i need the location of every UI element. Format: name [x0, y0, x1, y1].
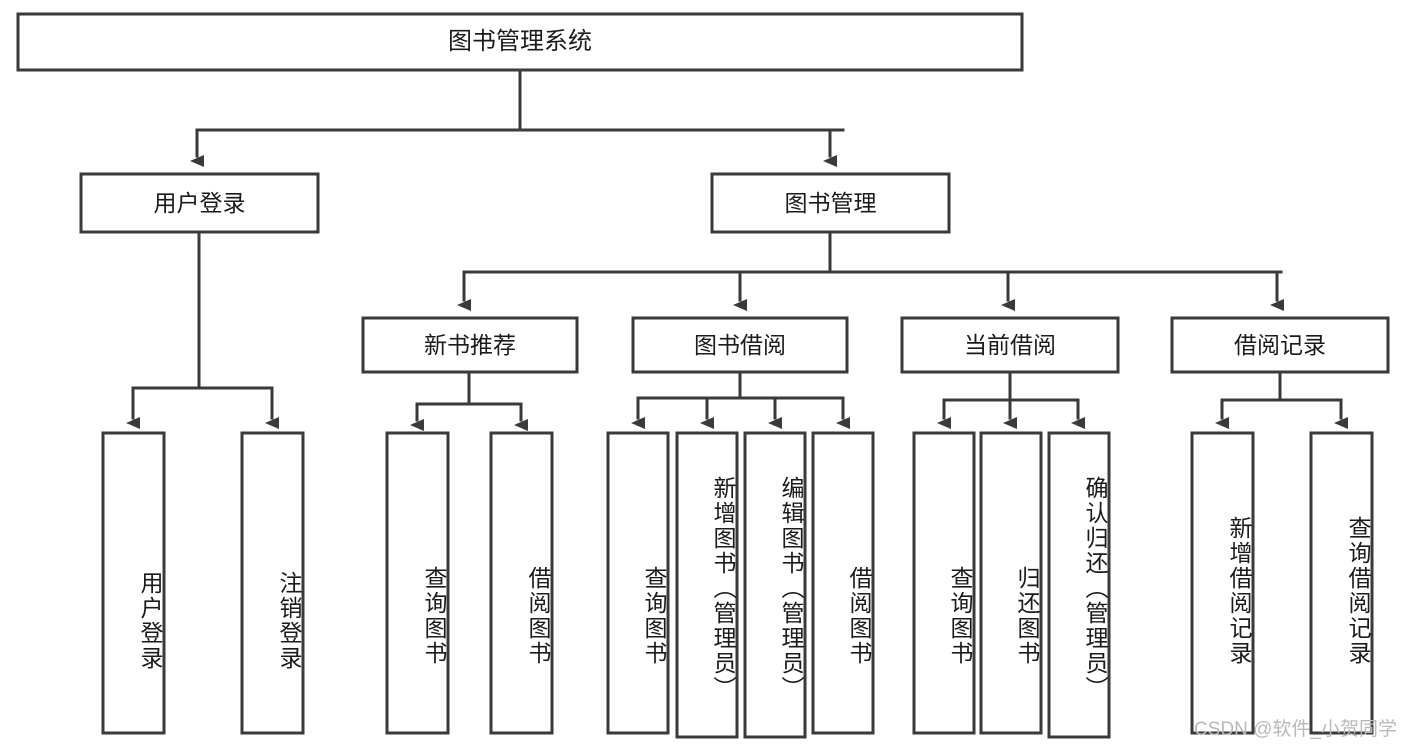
leaf-box-current-borrow-1[interactable] — [979, 431, 1043, 735]
connector-user-login-to-leaves — [126, 230, 279, 429]
leaf-box-current-borrow-0[interactable] — [912, 431, 976, 735]
node-box-borrow-record[interactable] — [1170, 316, 1390, 374]
connector-book-mgmt-to-level3 — [457, 230, 1284, 311]
leaf-box-book-borrow-2[interactable] — [743, 431, 807, 739]
leaf-box-user-login-1[interactable] — [240, 431, 305, 735]
node-box-new-book-recommend[interactable] — [361, 316, 579, 374]
leaf-box-book-borrow-1[interactable] — [675, 431, 739, 739]
leaf-box-user-login-0[interactable] — [101, 431, 166, 735]
leaf-box-book-borrow-3[interactable] — [811, 431, 875, 735]
connector-borrow-record-to-leaves — [1215, 370, 1348, 429]
node-box-book-management[interactable] — [710, 172, 951, 234]
node-box-current-borrow[interactable] — [900, 316, 1120, 374]
leaf-box-borrow-record-0[interactable] — [1190, 431, 1255, 735]
connector-new-book-rec-to-leaves — [410, 370, 528, 431]
connector-current-borrow-to-leaves — [937, 370, 1085, 429]
leaf-box-borrow-record-1[interactable] — [1309, 431, 1374, 735]
leaf-box-book-borrow-0[interactable] — [606, 431, 670, 735]
connector-root-to-level2 — [190, 68, 845, 167]
leaf-box-current-borrow-2[interactable] — [1047, 431, 1111, 739]
node-box-root[interactable] — [16, 12, 1024, 72]
node-box-book-borrow[interactable] — [631, 316, 849, 374]
connector-book-borrow-to-leaves — [631, 370, 850, 429]
node-box-user-login[interactable] — [79, 172, 320, 234]
leaf-box-new-book-recommend-1[interactable] — [489, 431, 554, 735]
leaf-box-new-book-recommend-0[interactable] — [385, 431, 450, 735]
